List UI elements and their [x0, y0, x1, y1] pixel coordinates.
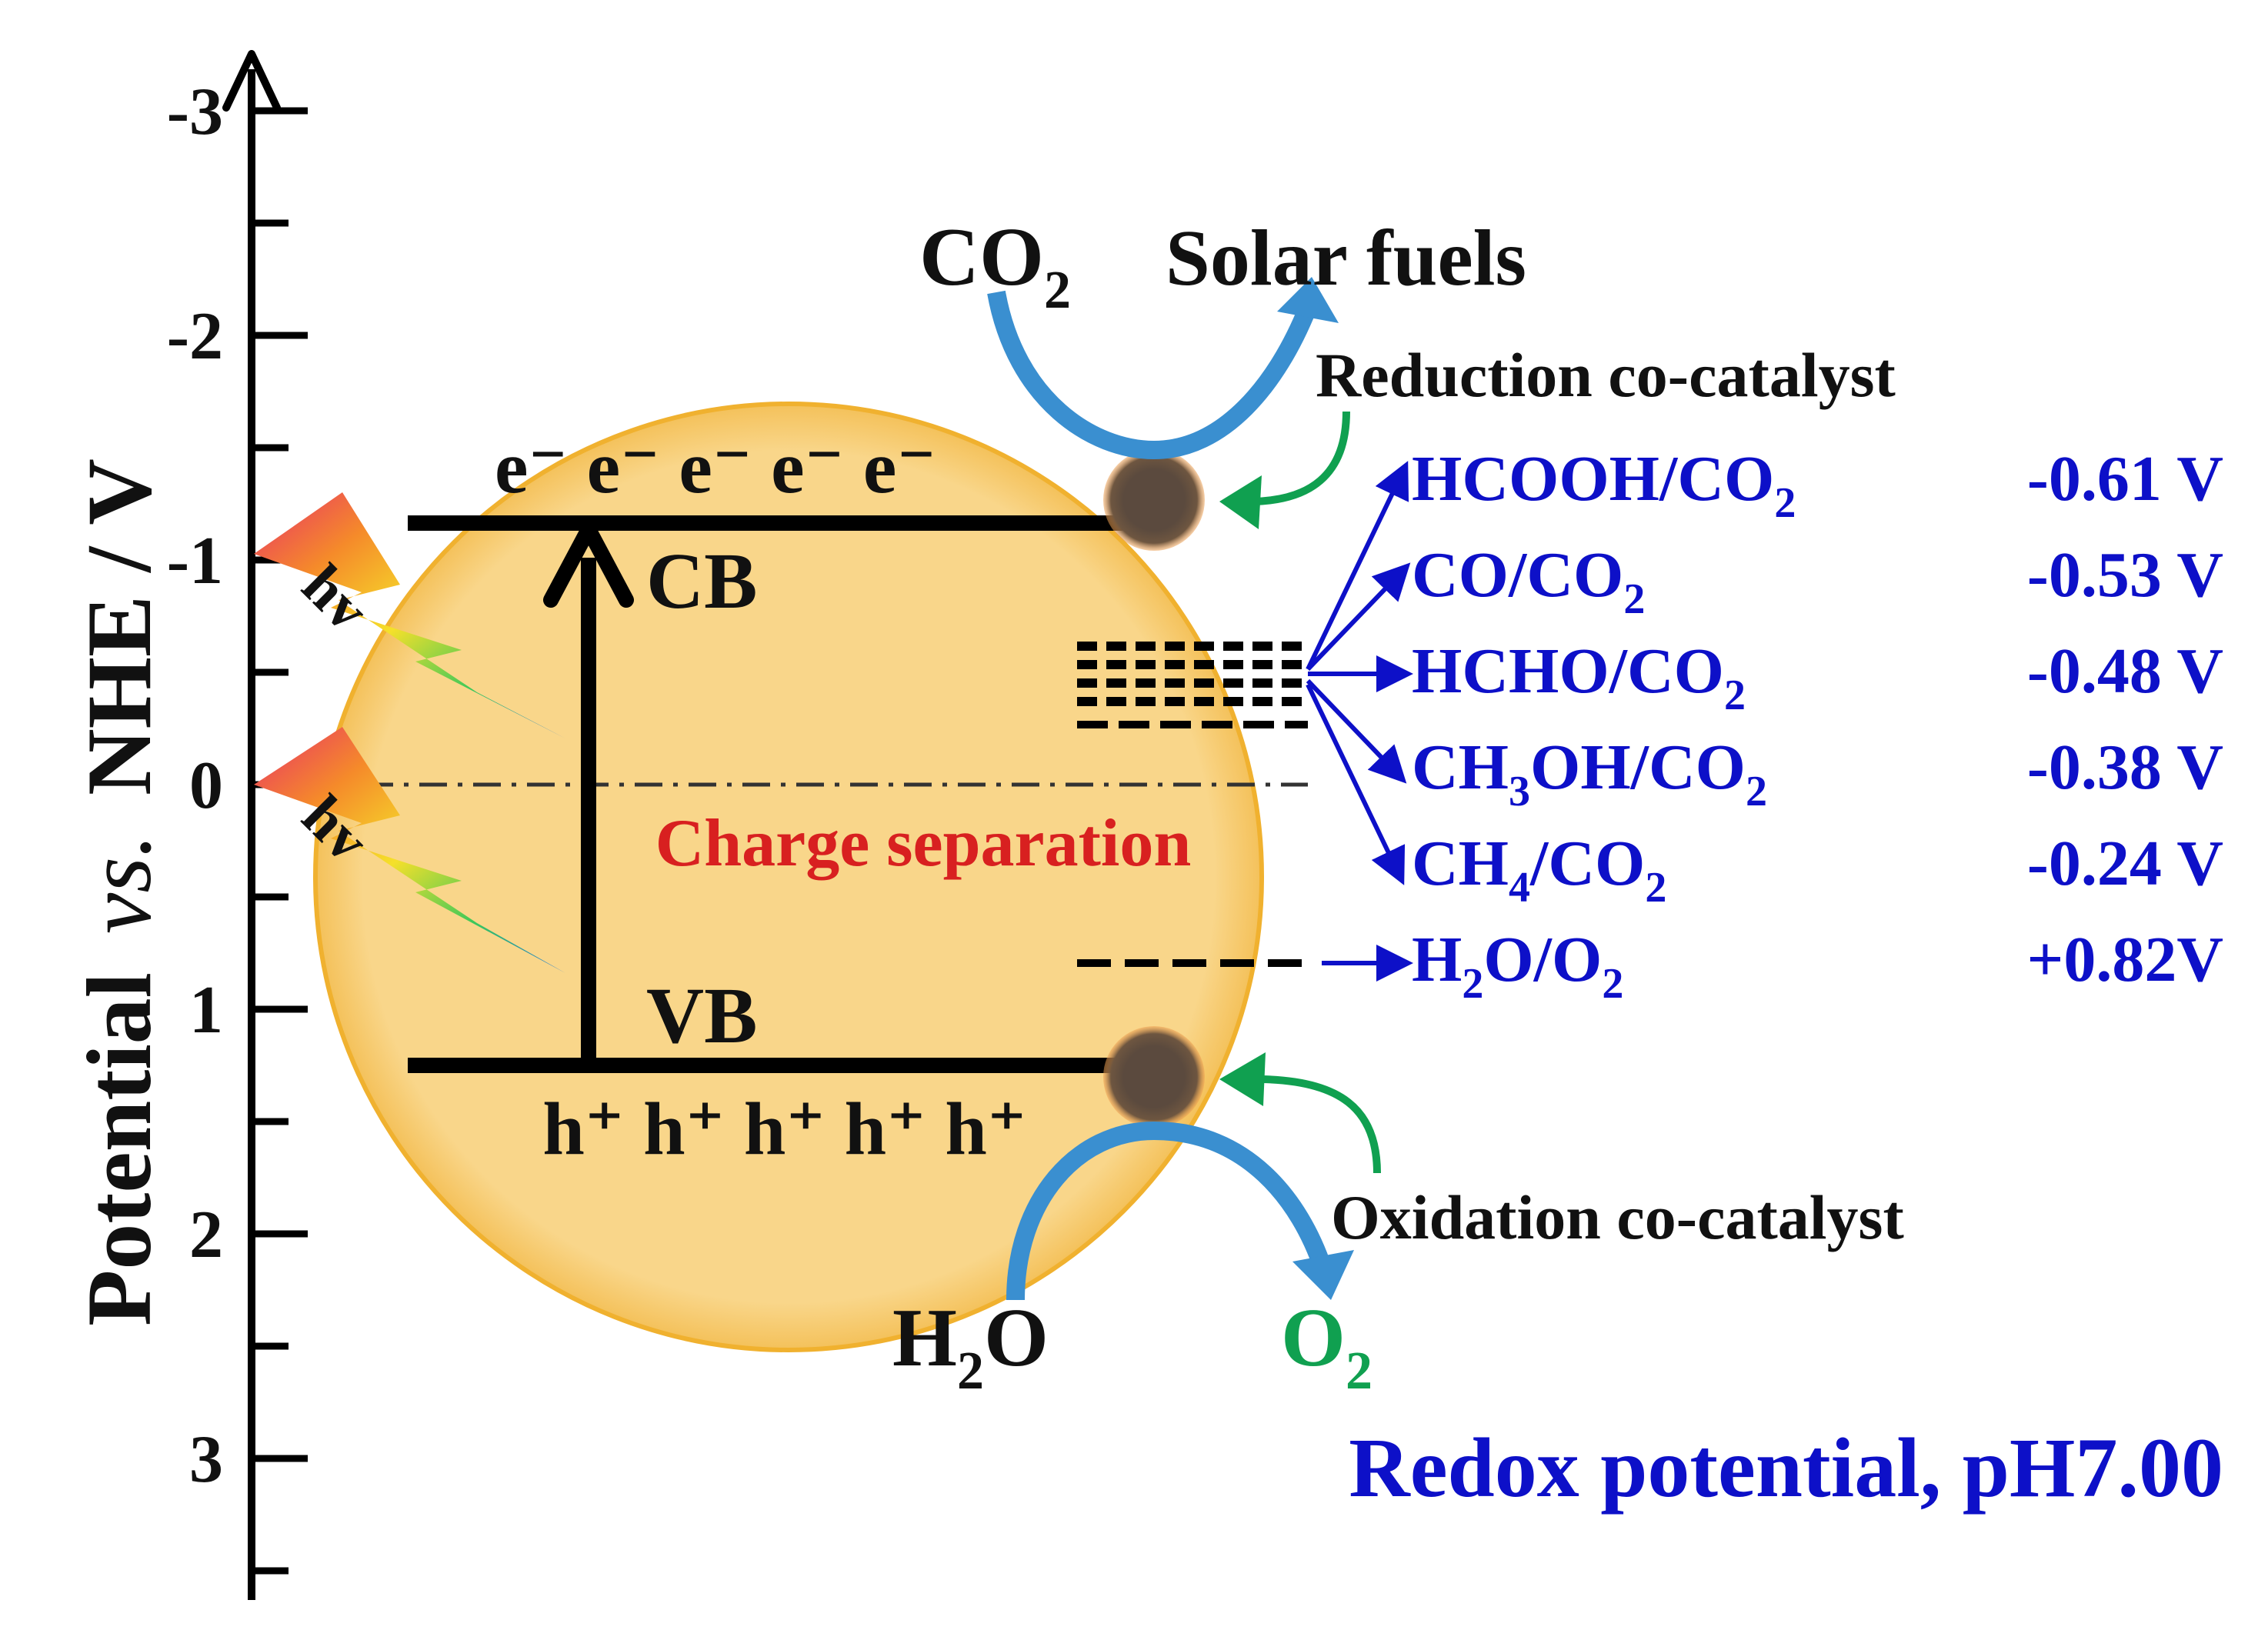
axis-title-rest: NHE / V: [68, 458, 170, 795]
redox-level-dashes: [1077, 642, 1308, 967]
reduction-cocatalyst-pointer: [1253, 411, 1350, 505]
cb-label: CB: [646, 537, 757, 625]
charge-separation-label: Charge separation: [655, 806, 1192, 881]
redox-couple-potential: -0.38 V: [2027, 732, 2223, 803]
reduction-reaction-arrow: [987, 277, 1339, 460]
axis-ticks: -3 -2 -1 0 1 2 3: [167, 75, 308, 1575]
redox-couple-formula: H2O/O2: [1412, 924, 1623, 1008]
redox-couple-potential: -0.53 V: [2027, 539, 2223, 611]
excitation-arrow: [543, 522, 634, 1065]
redox-caption: Redox potential, pH7.00: [1349, 1421, 2223, 1515]
redox-couple-formula: HCHO/CO2: [1412, 635, 1746, 719]
solar-fuels-product: Solar fuels: [1166, 214, 1526, 302]
holes-label: h⁺ h⁺ h⁺ h⁺ h⁺: [542, 1088, 1026, 1171]
h2o-reactant: H2O: [892, 1292, 1049, 1401]
redox-couple-formula: CO/CO2: [1412, 539, 1645, 623]
oxidation-cocatalyst-particle: [1103, 1026, 1205, 1128]
redox-couples-list: HCOOH/CO2 -0.61 V CO/CO2 -0.53 V HCHO/CO2 -0.…: [1412, 443, 2223, 1008]
reduction-cocatalyst-particle: [1103, 449, 1205, 551]
axis-tick-label: 1: [189, 973, 223, 1048]
axis-tick-label: 3: [189, 1422, 223, 1497]
axis-tick-label: 2: [189, 1198, 223, 1272]
redox-couple-formula: CH4/CO2: [1412, 828, 1666, 912]
axis-title: Potential vs. NHE / V: [68, 458, 170, 1326]
potential-axis: -3 -2 -1 0 1 2 3: [167, 50, 308, 1600]
redox-couple-potential: -0.48 V: [2027, 635, 2223, 707]
semiconductor-particle: [313, 402, 1264, 1352]
electrons-label: e⁻ e⁻ e⁻ e⁻ e⁻: [495, 426, 936, 509]
redox-couple-potential: +0.82V: [2026, 924, 2223, 995]
axis-tick-label: -3: [167, 75, 223, 149]
axis-title-vs: vs.: [68, 834, 170, 934]
redox-couple-formula: CH3OH/CO2: [1412, 732, 1767, 815]
redox-couple-potential: -0.24 V: [2027, 828, 2223, 899]
oxidation-cocatalyst-pointer: [1261, 1075, 1381, 1174]
vb-label: VB: [646, 972, 757, 1060]
axis-tick-label: 0: [189, 748, 223, 823]
axis-tick-label: -1: [167, 524, 223, 598]
axis-tick-label: -2: [167, 299, 223, 374]
redox-couple-formula: HCOOH/CO2: [1412, 443, 1796, 527]
oxidation-reaction-arrow: [1006, 1121, 1354, 1301]
oxidation-pointer-head: [1219, 1052, 1266, 1106]
couple-arrows: [1306, 461, 1413, 982]
co2-reactant: CO2: [919, 212, 1071, 320]
reduction-cocatalyst-label: Reduction co-catalyst: [1316, 340, 1896, 410]
o2-product: O2: [1281, 1292, 1372, 1401]
oxidation-cocatalyst-label: Oxidation co-catalyst: [1331, 1182, 1904, 1252]
axis-title-main: Potential: [68, 972, 170, 1326]
reduction-pointer-head: [1219, 475, 1262, 529]
redox-couple-potential: -0.61 V: [2027, 443, 2223, 515]
